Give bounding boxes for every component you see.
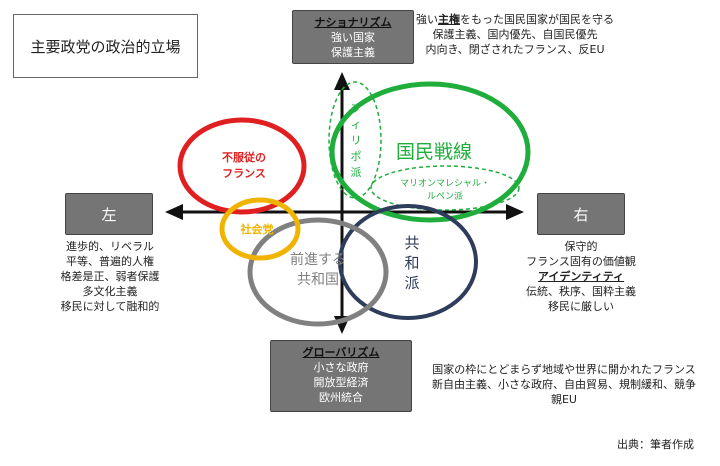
- lrem-label-line1: 前進する: [290, 251, 346, 268]
- right-note: 保守的 フランス固有の価値観 アイデンティティ 伝統、秩序、国粋主義 移民に厳し…: [516, 239, 646, 314]
- lrem-label-line2: 共和国: [297, 272, 339, 288]
- top-right-note: 強い主権をもった国民国家が国民を守る 保護主義、国内優先、自国民優先 内向き、閉…: [416, 12, 614, 57]
- bottom-axis-item: 小さな政府: [313, 361, 369, 374]
- right-note-line: 移民に厳しい: [548, 300, 614, 313]
- bottom-right-note-line: 新自由主義、小さな政府、自由貿易、規制緩和、競争: [432, 378, 696, 391]
- top-right-note-line1: 強い主権をもった国民国家が国民を守る: [416, 13, 614, 26]
- rn-ellipse: [329, 81, 531, 223]
- philippot-char: リ: [351, 134, 362, 147]
- top-right-note-line3: 内向き、閉ざされたフランス、反EU: [425, 43, 605, 56]
- bottom-axis-item: 開放型経済: [313, 376, 369, 389]
- philippot-char: ィ: [351, 118, 362, 131]
- lfi-label-line2: フランス: [222, 167, 266, 180]
- top-right-note-line2: 保護主義、国内優先、自国民優先: [432, 28, 598, 41]
- up-arrow-icon: [334, 72, 350, 90]
- philippot-char: フ: [351, 102, 362, 115]
- left-note-line: 進歩的、リベラル: [66, 240, 154, 253]
- lfi-ellipse: [177, 117, 307, 215]
- top-axis-item: 強い国家: [331, 31, 375, 44]
- top-axis-item: 保護主義: [331, 46, 375, 59]
- title-text: 主要政党の政治的立場: [30, 37, 181, 56]
- bottom-right-note: 国家の枠にとどまらず地域や世界に開かれたフランス 新自由主義、小さな政府、自由貿…: [414, 362, 714, 407]
- philippot-char: ポ: [351, 150, 362, 163]
- source-credit: 出典：筆者作成: [617, 438, 694, 451]
- lr-ellipse: [338, 204, 478, 320]
- top-axis-box: ナショナリズム 強い国家 保護主義: [292, 10, 414, 64]
- left-note-line: 移民に対して融和的: [60, 300, 160, 313]
- bottom-axis-item: 欧州統合: [319, 391, 363, 404]
- bottom-axis-box: グローバリズム 小さな政府 開放型経済 欧州統合: [270, 340, 412, 412]
- bottom-right-note-line: 親EU: [550, 393, 577, 406]
- axes: [165, 72, 524, 334]
- left-axis-box: 左: [65, 193, 153, 235]
- lr-label-char: 派: [404, 274, 419, 292]
- right-note-line: フランス固有の価値観: [526, 255, 636, 268]
- marion-ellipse: [370, 165, 520, 211]
- left-note-line: 格差是正、弱者保護: [60, 270, 160, 283]
- right-note-line: アイデンティティ: [537, 270, 625, 283]
- right-axis-label: 右: [573, 205, 589, 224]
- lr-label-char: 共: [404, 234, 419, 252]
- marion-label-line1: マリオンマレシャル・: [400, 178, 490, 189]
- lr-label-char: 和: [404, 254, 419, 272]
- ps-ellipse: [219, 197, 301, 261]
- left-arrow-icon: [165, 204, 183, 220]
- bottom-right-note-line: 国家の枠にとどまらず地域や世界に開かれたフランス: [432, 363, 696, 376]
- right-arrow-icon: [506, 204, 524, 220]
- ps-label: 社会党: [240, 222, 274, 236]
- left-note-line: 平等、普遍的人権: [66, 255, 154, 268]
- marion-label-line2: ルペン派: [427, 191, 463, 202]
- right-note-line: 保守的: [564, 240, 598, 253]
- philippot-ellipse: [328, 81, 382, 199]
- right-axis-box: 右: [537, 193, 625, 235]
- top-axis-label: ナショナリズム: [314, 16, 392, 29]
- left-axis-label: 左: [101, 205, 117, 224]
- lrem-ellipse: [247, 217, 389, 327]
- philippot-char: 派: [351, 166, 362, 179]
- diagram-title: 主要政党の政治的立場: [13, 14, 198, 78]
- rn-label: 国民戦線: [396, 141, 472, 163]
- bottom-axis-label: グローバリズム: [302, 346, 380, 359]
- right-note-line: 伝統、秩序、国粋主義: [526, 285, 636, 298]
- left-note: 進歩的、リベラル 平等、普遍的人権 格差是正、弱者保護 多文化主義 移民に対して…: [50, 239, 170, 314]
- lfi-label-line1: 不服従の: [222, 150, 266, 164]
- left-note-line: 多文化主義: [82, 285, 138, 298]
